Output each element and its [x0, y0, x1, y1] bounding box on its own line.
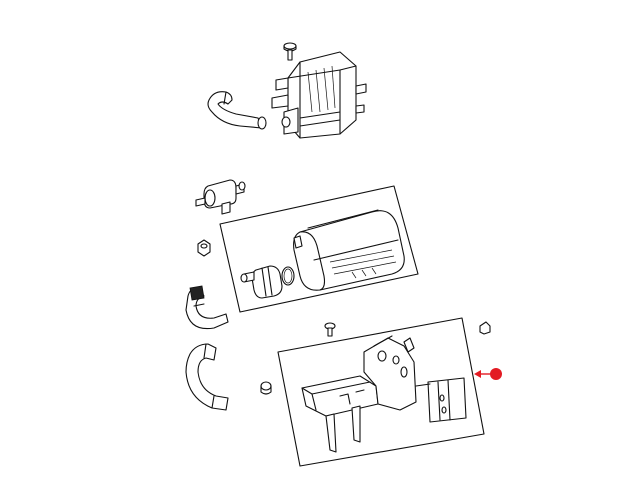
bolt-top — [283, 42, 297, 61]
vent-hose-lower[interactable] — [185, 285, 229, 330]
highlight-callout[interactable] — [474, 368, 502, 380]
nut-lower[interactable] — [260, 381, 272, 395]
mounting-bracket[interactable] — [301, 335, 467, 453]
leak-detection-pump[interactable] — [240, 265, 283, 299]
inline-filter[interactable] — [195, 179, 246, 215]
push-pin-fastener[interactable] — [324, 322, 336, 337]
vapor-canister-assembly-top[interactable] — [271, 42, 367, 139]
bracket-group-frame — [277, 317, 485, 467]
vent-tube-elbow[interactable] — [185, 343, 229, 411]
o-ring[interactable] — [281, 266, 295, 286]
purge-hose-upper[interactable] — [207, 91, 267, 130]
leak-detection-canister[interactable] — [293, 209, 405, 291]
callout-dot-icon[interactable] — [490, 368, 502, 380]
nut[interactable] — [197, 239, 211, 257]
canister-group-frame — [219, 185, 419, 313]
bolt[interactable] — [479, 321, 491, 335]
